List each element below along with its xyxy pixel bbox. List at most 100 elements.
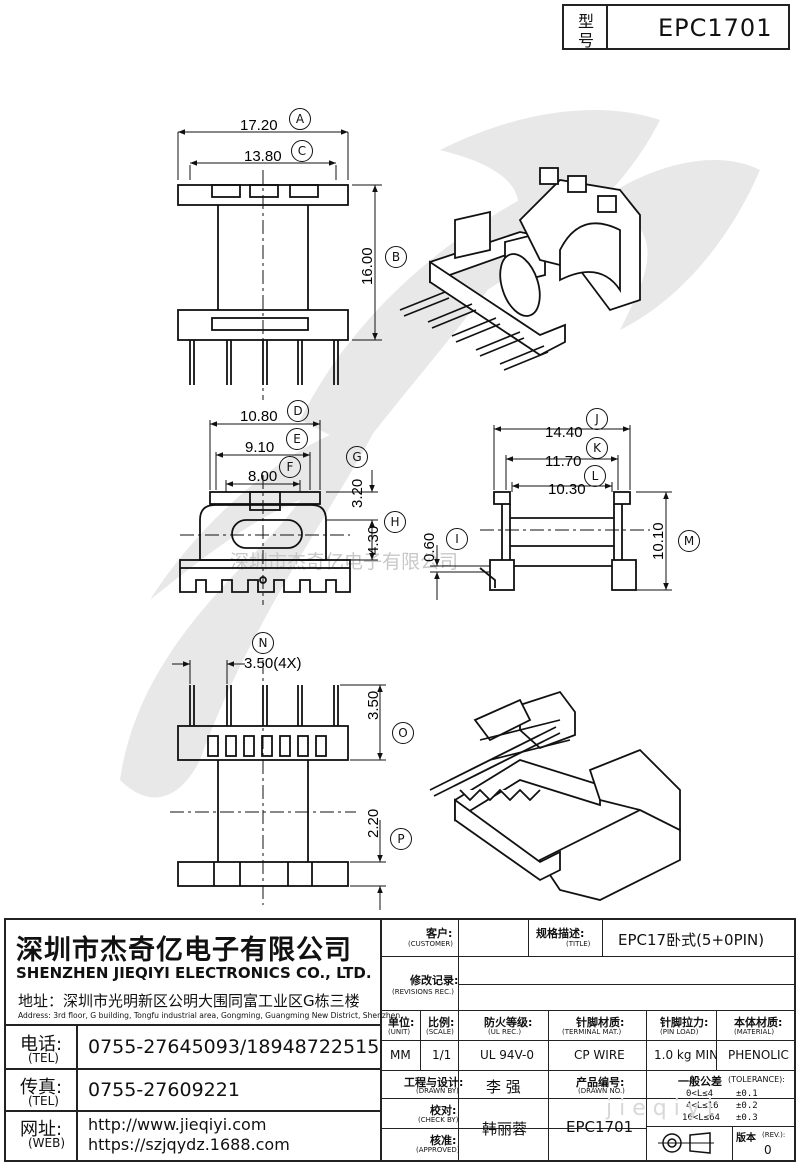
dim-H: 4.30 <box>365 526 382 555</box>
pin-label: 针脚拉力: <box>660 1016 709 1029</box>
check-label-en: (CHECK BY) <box>418 1116 459 1124</box>
title-block: 深圳市杰奇亿电子有限公司 SHENZHEN JIEQIYI ELECTRONIC… <box>4 918 796 1162</box>
dim-D: 10.80 <box>240 408 278 425</box>
letter-E: E <box>286 428 308 450</box>
scale-label-en: (SCALE) <box>426 1028 454 1036</box>
dim-O: 3.50 <box>365 691 382 720</box>
tol-range-1: 4<L≤16 <box>686 1101 719 1111</box>
letter-N: N <box>252 632 274 654</box>
web-link-1[interactable]: http://www.jieqiyi.com <box>88 1115 267 1134</box>
dim-G: 3.20 <box>349 479 366 508</box>
unit-value: MM <box>390 1048 411 1062</box>
title-label-en: (TITLE) <box>566 940 591 948</box>
ver-label: 版本 <box>736 1133 756 1144</box>
dim-M: 10.10 <box>650 522 667 560</box>
tol-value-1: ±0.2 <box>736 1101 758 1111</box>
drawno-label-en: (DRAWN NO.) <box>578 1087 625 1095</box>
fax-value: 0755-27609221 <box>88 1079 240 1101</box>
dim-F: 8.00 <box>248 468 277 485</box>
dim-B: 16.00 <box>359 247 376 285</box>
tol-value-0: ±0.1 <box>736 1089 758 1099</box>
appr-label-en: (APPROVED) <box>416 1146 460 1154</box>
check-value: 韩丽蓉 <box>482 1120 528 1138</box>
dim-J: 14.40 <box>545 424 583 441</box>
tol-value-2: ±0.3 <box>736 1113 758 1123</box>
mat-value: PHENOLIC <box>728 1048 789 1062</box>
letter-K: K <box>586 437 608 459</box>
tol-label-en: (TOLERANCE): <box>728 1075 785 1084</box>
customer-label-en: (CUSTOMER) <box>408 940 454 948</box>
letter-D: D <box>287 400 309 422</box>
company-name-cn: 深圳市杰奇亿电子有限公司 <box>16 935 352 966</box>
ul-label-en: (UL REC.) <box>488 1028 522 1036</box>
dim-I: 0.60 <box>421 533 438 562</box>
drawn-value: 李 强 <box>486 1078 521 1096</box>
dim-C: 13.80 <box>244 148 282 165</box>
check-label: 校对: <box>430 1104 457 1117</box>
customer-label: 客户: <box>426 927 453 940</box>
dim-P: 2.20 <box>365 809 382 838</box>
dim-E: 9.10 <box>245 439 274 456</box>
title-label: 规格描述: <box>536 927 585 940</box>
tol-label: 一般公差 <box>678 1075 722 1088</box>
ul-label: 防火等级: <box>484 1016 533 1029</box>
dim-K: 11.70 <box>545 453 581 470</box>
model-label-1: 型 <box>578 12 595 31</box>
company-name-en: SHENZHEN JIEQIYI ELECTRONICS CO., LTD. <box>16 964 372 982</box>
web-label: 网址: <box>20 1119 63 1140</box>
letter-O: O <box>392 722 414 744</box>
unit-label: 单位: <box>388 1016 415 1029</box>
web-link-2[interactable]: https://szjqydz.1688.com <box>88 1135 290 1154</box>
ver-label-en: (REV.): <box>762 1131 786 1139</box>
term-label: 针脚材质: <box>576 1016 625 1029</box>
drawno-label: 产品编号: <box>576 1076 625 1089</box>
address-en: Address: 3rd floor, G building, Tongfu i… <box>18 1011 403 1020</box>
ver-value: 0 <box>764 1143 772 1157</box>
dim-N: 3.50(4X) <box>244 655 302 672</box>
address-cn: 地址：深圳市光明新区公明大围同富工业区G栋三楼 <box>18 992 360 1010</box>
rev-label-en: (REVISIONS REC.) <box>392 988 454 996</box>
letter-I: I <box>446 528 468 550</box>
web-label-en: (WEB) <box>28 1136 66 1150</box>
projection-symbol-icon <box>658 1132 714 1154</box>
fax-label: 传真: <box>20 1077 63 1098</box>
letter-A: A <box>289 108 311 130</box>
letter-C: C <box>291 140 313 162</box>
term-label-en: (TERMINAL MAT.) <box>562 1028 622 1036</box>
drawn-label-en: (DRAWN BY) <box>416 1087 459 1095</box>
letter-L: L <box>584 465 606 487</box>
drawno-value: EPC1701 <box>566 1118 634 1136</box>
tel-label-en: (TEL) <box>28 1051 59 1065</box>
letter-M: M <box>678 530 700 552</box>
ul-value: UL 94V-0 <box>480 1048 535 1062</box>
watermark-url: j i e q i y i <box>606 1096 713 1121</box>
scale-value: 1/1 <box>432 1048 452 1062</box>
model-box: 型 号 EPC1701 <box>562 4 790 50</box>
mat-label: 本体材质: <box>734 1016 783 1029</box>
pin-value: 1.0 kg MIN <box>654 1048 719 1062</box>
model-label-2: 号 <box>578 31 595 50</box>
letter-J: J <box>586 408 608 430</box>
drawn-label: 工程与设计: <box>404 1076 464 1089</box>
rev-label: 修改记录: <box>410 974 459 987</box>
pin-label-en: (PIN LOAD) <box>660 1028 699 1036</box>
tel-label: 电话: <box>20 1034 63 1055</box>
dim-A: 17.20 <box>240 117 278 134</box>
tol-range-0: 0<L≤4 <box>686 1089 714 1099</box>
technical-drawing: 深圳市杰奇亿电子有限公司 17.20 13.80 16.00 <box>120 110 760 910</box>
model-value: EPC1701 <box>658 14 773 42</box>
mat-label-en: (MATERIAL) <box>734 1028 775 1036</box>
letter-G: G <box>346 446 368 468</box>
tol-range-2: 16<L≤64 <box>682 1113 720 1123</box>
unit-label-en: (UNIT) <box>388 1028 411 1036</box>
term-value: CP WIRE <box>574 1048 625 1062</box>
letter-P: P <box>390 828 412 850</box>
fax-label-en: (TEL) <box>28 1094 59 1108</box>
title-value: EPC17卧式(5+0PIN) <box>618 931 765 949</box>
tel-value: 0755-27645093/18948722515 <box>88 1036 380 1058</box>
dim-L: 10.30 <box>548 481 586 498</box>
letter-H: H <box>384 511 406 533</box>
scale-label: 比例: <box>428 1016 455 1029</box>
appr-label: 核准: <box>430 1134 457 1147</box>
letter-F: F <box>279 456 301 478</box>
